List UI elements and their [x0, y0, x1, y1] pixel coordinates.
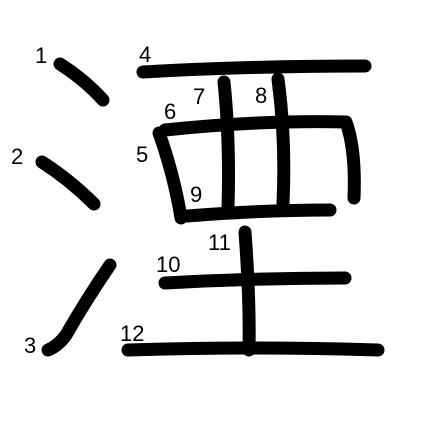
stroke-number-6: 6 — [164, 99, 176, 124]
stroke-8 — [271, 72, 291, 210]
stroke-number-12: 12 — [120, 321, 144, 346]
stroke-number-1: 1 — [35, 43, 47, 68]
stroke-1 — [53, 57, 110, 107]
stroke-6 — [158, 115, 361, 205]
stroke-12 — [121, 341, 385, 357]
stroke-number-2: 2 — [11, 144, 23, 169]
stroke-2 — [35, 155, 101, 211]
stroke-4 — [136, 59, 372, 79]
stroke-number-4: 4 — [139, 42, 151, 67]
stroke-number-7: 7 — [193, 84, 205, 109]
stroke-number-11: 11 — [208, 230, 231, 255]
stroke-11 — [238, 225, 256, 357]
stroke-7 — [217, 75, 235, 215]
stroke-number-9: 9 — [190, 182, 202, 207]
stroke-number-10: 10 — [156, 252, 180, 277]
stroke-9 — [180, 203, 337, 223]
stroke-number-3: 3 — [24, 333, 36, 358]
stroke-number-5: 5 — [136, 142, 148, 167]
stroke-5 — [152, 126, 188, 225]
stroke-number-8: 8 — [255, 83, 267, 108]
stroke-10 — [158, 271, 352, 290]
stroke-3 — [41, 258, 117, 357]
